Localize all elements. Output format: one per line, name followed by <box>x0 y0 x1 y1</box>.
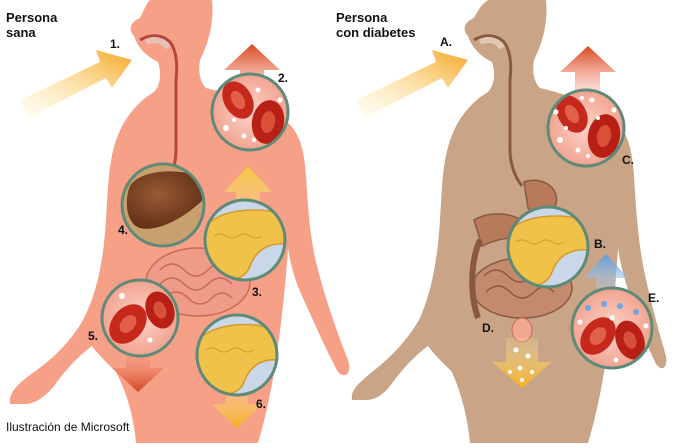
image-credit: Ilustración de Microsoft <box>6 420 130 434</box>
healthy-label-3: 3. <box>252 285 262 299</box>
diabetic-label-C: C. <box>622 153 634 167</box>
healthy-title-line1: Persona <box>6 10 58 25</box>
diabetic-title-line1: Persona <box>336 10 388 25</box>
diabetic-label-A: A. <box>440 35 452 49</box>
diabetic-lens-blood-bottom <box>570 286 654 370</box>
diabetic-insulin-up-arrow <box>584 254 628 298</box>
healthy-panel-title: Persona sana <box>6 10 57 40</box>
diabetic-glucose-up-arrow <box>560 46 616 98</box>
diabetic-label-D: D. <box>482 321 494 335</box>
healthy-lens-blood-bottom <box>100 278 180 358</box>
diabetic-panel-title: Persona con diabetes <box>336 10 415 40</box>
healthy-label-2: 2. <box>278 71 288 85</box>
diabetic-esophagus <box>473 34 524 187</box>
diabetic-title-line2: con diabetes <box>336 25 416 40</box>
diabetic-urine-glucose-arrow <box>492 338 552 388</box>
healthy-label-5: 5. <box>88 329 98 343</box>
diabetic-intake-arrow <box>356 50 468 118</box>
diabetic-label-B: B. <box>594 237 606 251</box>
healthy-lens-pancreas-bottom <box>195 313 279 397</box>
healthy-title-line2: sana <box>6 25 36 40</box>
healthy-glucose-up-arrow <box>224 44 280 100</box>
healthy-down-arrow-red <box>112 350 164 392</box>
healthy-label-1: 1. <box>110 37 120 51</box>
healthy-lens-blood-top <box>210 72 290 152</box>
healthy-down-arrow-yellow <box>212 380 262 428</box>
diabetic-lens-pancreas <box>506 205 590 289</box>
healthy-lens-pancreas <box>203 198 287 282</box>
diabetic-lens-blood-top <box>546 88 626 168</box>
healthy-label-6: 6. <box>256 397 266 411</box>
healthy-label-4: 4. <box>118 223 128 237</box>
diabetic-label-E: E. <box>648 291 659 305</box>
healthy-intake-arrow <box>20 50 132 118</box>
